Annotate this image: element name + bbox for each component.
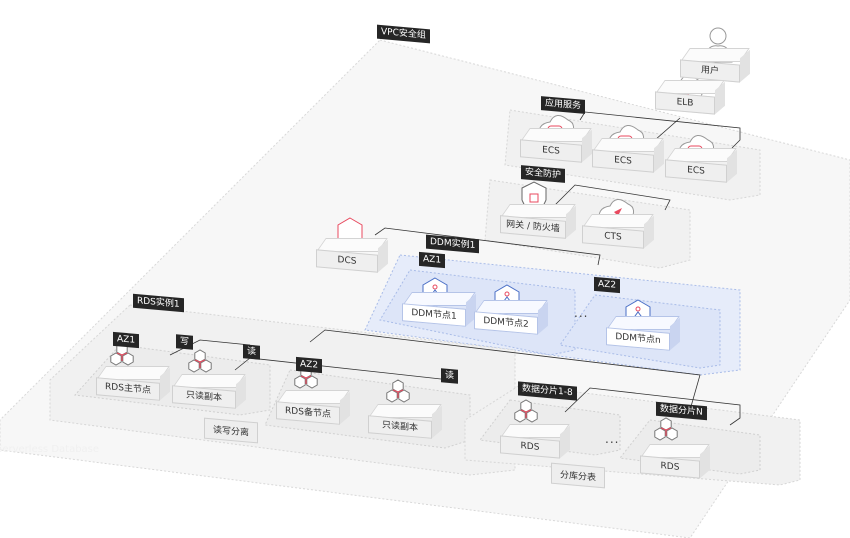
rds-shard-node[interactable]: RDS	[500, 424, 570, 459]
read-edge-label: 读	[243, 344, 261, 360]
edge-elb-ecs	[579, 111, 741, 149]
ddm-node[interactable]: DDM节点1	[402, 292, 476, 327]
edge-sec	[549, 184, 671, 211]
rds-shard-label: RDS	[500, 435, 560, 459]
shard-ellipsis: ...	[605, 432, 620, 446]
edge-ddm-rds	[309, 329, 701, 411]
ddm-node[interactable]: DDM节点n	[606, 316, 680, 351]
ddm-node-label: DDM节点n	[606, 327, 670, 351]
rds-standby-node[interactable]: RDS备节点	[276, 390, 350, 425]
edge-write	[169, 339, 251, 356]
ddm-az1-label: AZ1	[419, 251, 446, 269]
rds-master-node[interactable]: RDS主节点	[96, 366, 170, 401]
ecs-node[interactable]: ECS	[520, 128, 592, 163]
dcs-label: DCS	[316, 249, 378, 273]
ddm-ellipsis: ...	[574, 306, 589, 320]
edge-shard	[564, 387, 741, 426]
rds-readonly-node[interactable]: 只读副本	[368, 404, 442, 439]
cts-label: CTS	[582, 225, 644, 249]
rds-honeycomb-icon	[386, 379, 410, 403]
read-edge-label: 读	[441, 368, 459, 384]
ddm-az2-label: AZ2	[594, 276, 621, 294]
rds-honeycomb-icon	[514, 399, 538, 423]
rds-standby-label: RDS备节点	[276, 401, 340, 425]
rds-shard-node[interactable]: RDS	[640, 444, 710, 479]
rds-master-label: RDS主节点	[96, 377, 160, 401]
edge-elb-ecs2	[654, 117, 681, 141]
rds-readonly-label: 只读副本	[172, 385, 236, 409]
firewall-node[interactable]: 网关 / 防火墙	[500, 204, 576, 239]
elb-label: ELB	[655, 91, 715, 115]
ddm-node-label: DDM节点2	[474, 311, 538, 335]
ddm-node-label: DDM节点1	[402, 303, 466, 327]
write-edge-label: 写	[176, 334, 194, 350]
ecs-label: ECS	[665, 159, 727, 183]
watermark: Serverless Database	[0, 444, 100, 455]
ecs-label: ECS	[592, 149, 654, 173]
rds-readonly-label: 只读副本	[368, 415, 432, 439]
rds-az1-label: AZ1	[113, 331, 140, 349]
elb-node[interactable]: ELB	[655, 80, 725, 115]
edge-dcs-ddm	[374, 227, 601, 266]
ecs-node[interactable]: ECS	[665, 148, 737, 183]
rds-honeycomb-icon	[188, 349, 212, 373]
ecs-label: ECS	[520, 139, 582, 163]
firewall-label: 网关 / 防火墙	[500, 215, 566, 239]
dcs-node[interactable]: DCS	[316, 238, 388, 273]
rds-az2-label: AZ2	[296, 356, 323, 374]
ecs-node[interactable]: ECS	[592, 138, 664, 173]
rds-honeycomb-icon	[654, 417, 678, 441]
ddm-node[interactable]: DDM节点2	[474, 300, 548, 335]
rds-readonly-node[interactable]: 只读副本	[172, 374, 246, 409]
user-node[interactable]: 用户	[680, 48, 750, 83]
cts-node[interactable]: CTS	[582, 214, 654, 249]
rds-shard-label: RDS	[640, 455, 700, 479]
